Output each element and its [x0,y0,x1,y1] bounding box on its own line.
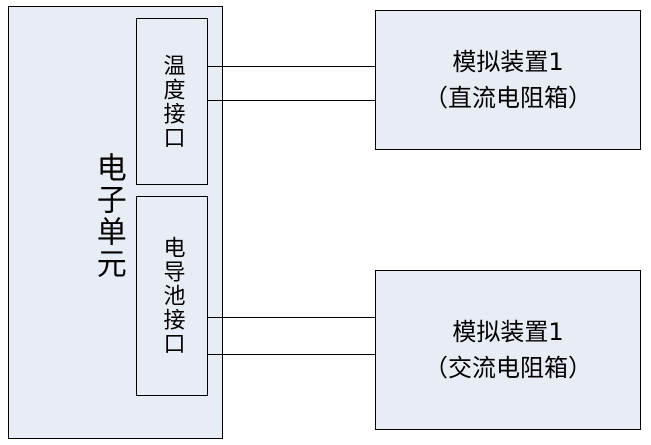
device-dc-line1: 模拟装置1 [452,48,564,76]
device-dc-line2: （直流电阻箱） [424,84,592,112]
temperature-interface-label: 温度接口 [136,18,208,185]
electronic-unit-text: 电子单元 [90,152,126,280]
device-ac-line1: 模拟装置1 [452,318,564,346]
conductivity-interface-block [136,196,208,396]
temp-wire-bottom [208,100,375,101]
device-dc-label: 模拟装置1 （直流电阻箱） [375,10,641,150]
device-dc-block [375,10,641,150]
cond-wire-bottom [208,354,375,355]
temperature-interface-block [136,18,208,185]
cond-wire-top [208,317,375,318]
conductivity-interface-label: 电导池接口 [136,196,208,396]
temp-wire-top [208,66,375,67]
device-ac-line2: （交流电阻箱） [424,354,592,382]
conductivity-interface-text: 电导池接口 [159,236,185,356]
temperature-interface-text: 温度接口 [159,53,185,150]
electronic-unit-label: 电子单元 [85,96,131,336]
device-ac-label: 模拟装置1 （交流电阻箱） [375,270,641,430]
device-ac-block [375,270,641,430]
